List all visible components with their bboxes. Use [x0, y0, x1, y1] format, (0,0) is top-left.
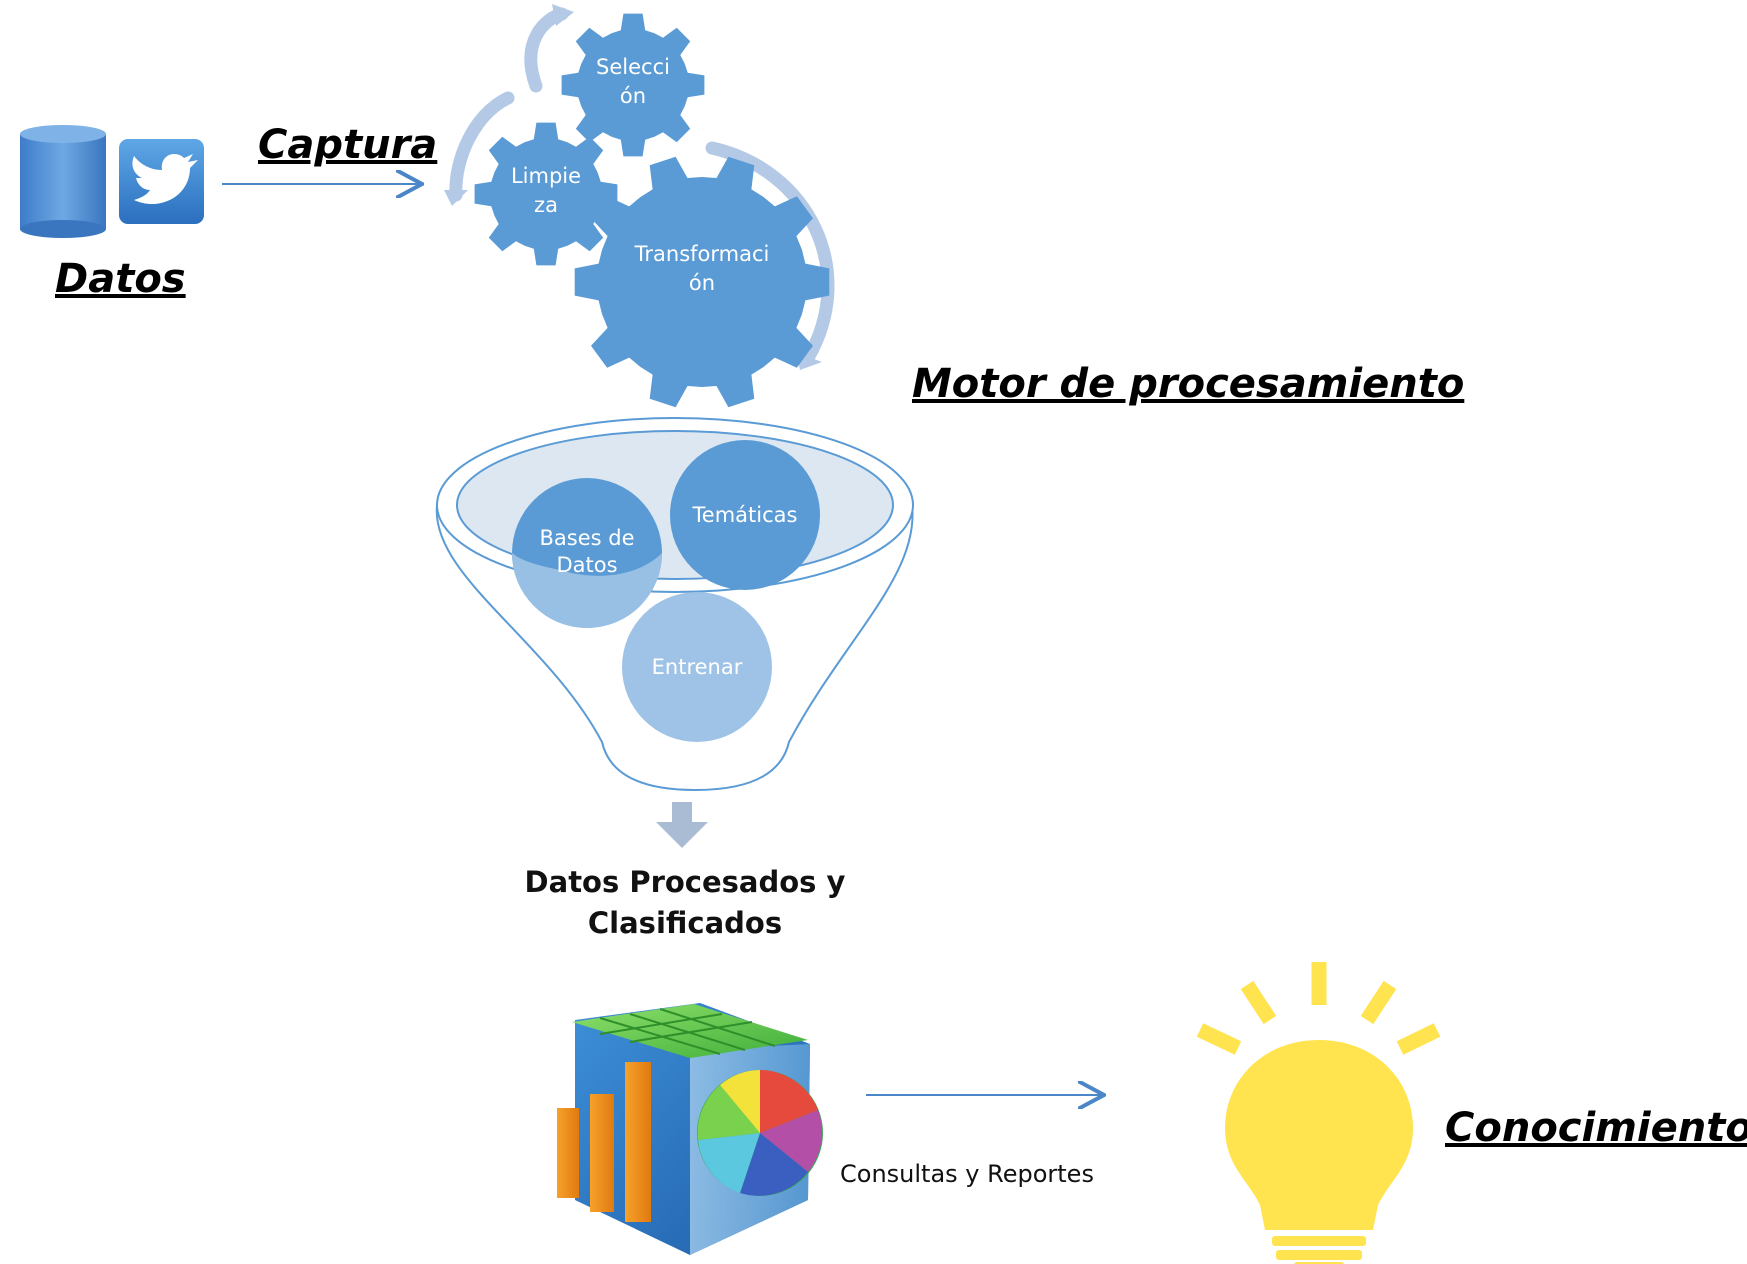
tematicas-circle [670, 440, 820, 590]
limpieza-gear-icon [474, 122, 618, 266]
consultas-reportes-label: Consultas y Reportes [840, 1160, 1094, 1188]
down-arrow-icon [656, 802, 708, 848]
seleccion-gear-icon [561, 13, 705, 157]
lightbulb-icon [1196, 962, 1441, 1264]
motor-heading: Motor de procesamiento [912, 361, 1465, 407]
captura-heading: Captura [258, 122, 438, 168]
processed-data-line-1: Datos Procesados y [524, 865, 846, 899]
limpieza-gear-label: Limpie za [496, 162, 596, 220]
bases-de-datos-label: Bases de Datos [527, 525, 647, 579]
bases-de-datos-lower-shade [512, 553, 662, 628]
bases-de-datos-line-1: Bases de [539, 526, 635, 550]
conocimiento-heading: Conocimiento [1445, 1105, 1747, 1151]
limpieza-label-line-1: Limpie [510, 164, 582, 188]
twitter-icon [119, 139, 204, 224]
seleccion-gear-label: Selecci ón [578, 53, 688, 111]
transformacion-gear-icon [574, 156, 830, 408]
limpieza-label-line-2: za [534, 193, 558, 217]
transformacion-gear-label: Transformaci ón [612, 240, 792, 298]
cycle-arrows [444, 4, 835, 370]
entrenar-circle [622, 592, 772, 742]
tematicas-label: Temáticas [692, 503, 798, 527]
entrenar-label: Entrenar [651, 655, 743, 679]
database-icon [20, 125, 106, 238]
datos-heading: Datos [55, 256, 186, 302]
seleccion-label-line-1: Selecci [596, 55, 670, 79]
analytics-cube-icon [557, 1003, 823, 1255]
transformacion-label-line-2: ón [688, 271, 716, 295]
processed-data-caption: Datos Procesados y Clasificados [520, 862, 850, 944]
processed-data-line-2: Clasificados [587, 906, 783, 940]
seleccion-label-line-2: ón [619, 84, 647, 108]
bases-de-datos-line-2: Datos [556, 553, 618, 577]
transformacion-label-line-1: Transformaci [634, 242, 770, 266]
